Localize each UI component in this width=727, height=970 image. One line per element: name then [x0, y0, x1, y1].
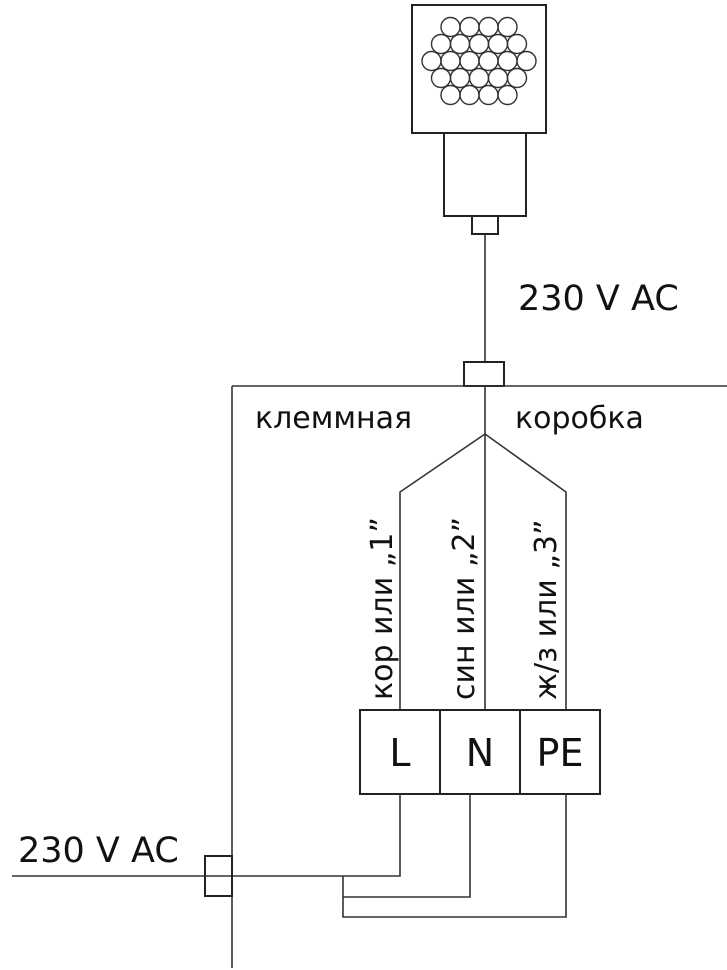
- vent-hole: [478, 16, 499, 38]
- vent-hole: [487, 33, 509, 55]
- vent-hole: [421, 50, 442, 72]
- wire-label-2: син или „2”: [447, 517, 482, 700]
- vent-hole: [478, 50, 499, 72]
- terminal-block: L N PE: [359, 709, 601, 795]
- vent-hole: [449, 67, 471, 89]
- supply-wire-PE: [342, 794, 567, 918]
- vent-hole: [497, 50, 518, 72]
- vent-hole: [459, 16, 480, 38]
- vent-hole: [440, 16, 461, 38]
- terminal-label-PE: PE: [537, 731, 584, 775]
- cable-gland-left: [204, 855, 233, 897]
- voltage-label-top: 230 V AC: [518, 279, 679, 319]
- supply-wire-N: [342, 794, 471, 898]
- junction-box-label-left: клеммная: [255, 401, 412, 436]
- vent-hole: [487, 67, 509, 89]
- terminal-PE: [519, 709, 601, 795]
- vent-hole: [459, 50, 480, 72]
- vent-hole: [440, 50, 461, 72]
- vent-hole: [497, 16, 518, 38]
- vent-hole: [478, 84, 499, 106]
- vent-hole: [440, 84, 461, 106]
- terminal-label-N: N: [466, 731, 494, 775]
- vent-hole: [506, 33, 528, 55]
- junction-box-label-right: коробка: [515, 401, 644, 436]
- supply-wire-L: [232, 794, 401, 877]
- terminal-label-L: L: [389, 731, 410, 775]
- vent-hole: [449, 33, 471, 55]
- lamp-body: [443, 132, 527, 217]
- lamp-device: [411, 4, 547, 235]
- vent-hole: [516, 50, 537, 72]
- vent-hole: [468, 33, 490, 55]
- cable-gland-top: [463, 361, 505, 387]
- wire-1: [399, 433, 486, 710]
- wire-3: [484, 433, 567, 710]
- lamp-connector: [471, 215, 499, 235]
- vent-hole: [430, 67, 452, 89]
- lamp-holes: [421, 16, 537, 106]
- wire-label-3: ж/з или „3”: [529, 520, 564, 701]
- vent-hole: [497, 84, 518, 106]
- vent-hole: [468, 67, 490, 89]
- wire-label-1: кор или „1”: [365, 517, 400, 700]
- vent-hole: [506, 67, 528, 89]
- vent-hole: [459, 84, 480, 106]
- voltage-label-left: 230 V AC: [18, 831, 179, 871]
- vent-hole: [430, 33, 452, 55]
